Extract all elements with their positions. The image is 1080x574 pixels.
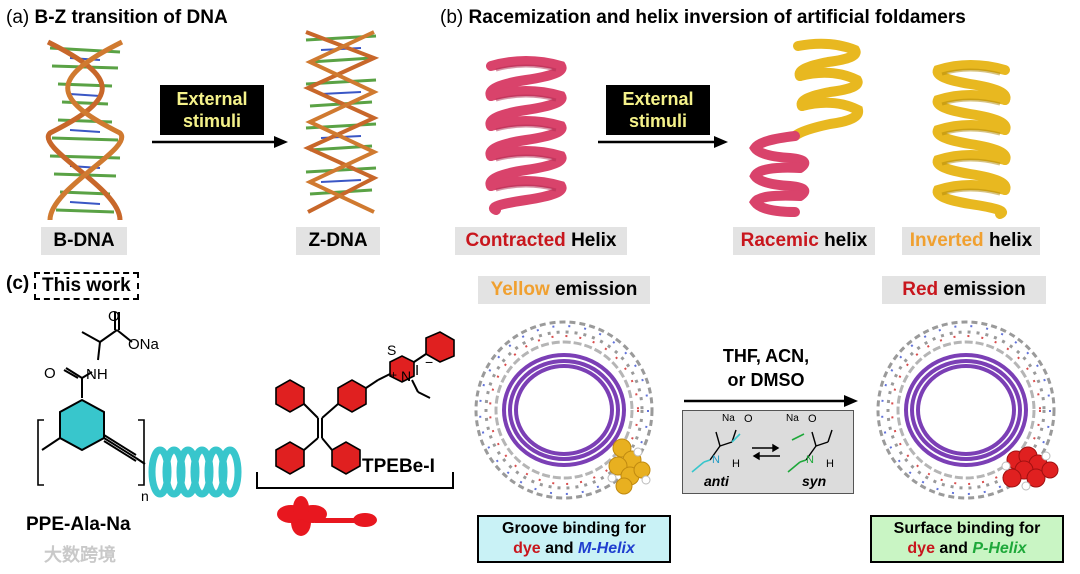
- ppe-ala-na-structure: [37, 312, 242, 498]
- polymer-ona-text: ONa: [128, 336, 159, 353]
- eq-o-right: O: [808, 413, 817, 425]
- inverted-helix-label: Inverted helix: [902, 227, 1040, 255]
- polymer-o2-text: O: [44, 365, 56, 382]
- dye-s-text: S: [387, 342, 397, 358]
- dye-minus-text: −: [425, 354, 434, 370]
- racemic-helix-label: Racemic helix: [733, 227, 875, 255]
- groove-line1: Groove binding for: [502, 520, 646, 537]
- polymer-n-subscript: n: [141, 488, 149, 504]
- p-helix-model: [876, 320, 1059, 500]
- surface-binding-callout: Surface binding for dye and P-Helix: [870, 515, 1064, 563]
- panel-b-arrow: [598, 136, 728, 148]
- panel-a-stimuli-line2: stimuli: [182, 111, 241, 131]
- contracted-helix-label: Contracted Helix: [455, 227, 627, 255]
- dye-bracket-and-model: [256, 472, 454, 536]
- conditions-line1: THF, ACN,: [722, 346, 810, 366]
- tpebe-i-structure: [275, 331, 455, 475]
- syn-label: syn: [802, 473, 827, 489]
- groove-helix: M-Helix: [578, 540, 635, 557]
- inverted-helix: [932, 60, 1011, 219]
- surface-line1: Surface binding for: [893, 520, 1041, 537]
- eq-na-right: Na: [786, 413, 799, 424]
- eq-h-left: H: [732, 458, 740, 470]
- inverted-rest: helix: [983, 230, 1033, 251]
- eq-n-right: N: [806, 454, 814, 466]
- racemic-helix: [749, 38, 864, 217]
- panel-b-stimuli-line1: External: [622, 89, 694, 109]
- surface-helix: P-Helix: [972, 540, 1027, 557]
- this-work-box: This work: [34, 272, 139, 300]
- eq-na-left: Na: [722, 413, 735, 424]
- dye-n-text: N: [401, 368, 412, 384]
- panel-c-arrow: [684, 395, 858, 407]
- dye-iodide-text: I: [415, 362, 420, 379]
- red-rest: emission: [938, 279, 1026, 300]
- contracted-rest: Helix: [565, 230, 617, 251]
- z-dna-label: Z-DNA: [296, 227, 380, 255]
- eq-h-right: H: [826, 458, 834, 470]
- panel-b-stimuli-box: External stimuli: [606, 85, 710, 135]
- yellow-word: Yellow: [490, 279, 550, 300]
- watermark: 大数跨境: [44, 545, 116, 565]
- dye-plus-text: +: [390, 368, 398, 382]
- panel-c-label: (c): [6, 273, 30, 294]
- eq-o-left: O: [744, 413, 753, 425]
- panel-b-stimuli-line2: stimuli: [628, 111, 687, 131]
- surface-line2: dye and P-Helix: [872, 539, 1062, 559]
- inverted-word: Inverted: [909, 230, 984, 251]
- conditions-line2: or DMSO: [727, 370, 805, 390]
- dye-label: TPEBe-I: [362, 456, 435, 477]
- red-emission-label: Red emission: [882, 276, 1046, 304]
- panel-a-arrow: [152, 136, 288, 148]
- panel-a-stimuli-box: External stimuli: [160, 85, 264, 135]
- panel-a-title: (a) B-Z transition of DNA: [6, 7, 228, 29]
- panel-a-stimuli-line1: External: [176, 89, 248, 109]
- racemic-word: Racemic: [740, 230, 819, 251]
- anti-syn-equilibrium-box: [682, 410, 854, 494]
- panel-b-title: (b) Racemization and helix inversion of …: [440, 7, 966, 29]
- surface-dye: dye: [907, 540, 935, 557]
- surface-and: and: [934, 540, 973, 557]
- yellow-rest: emission: [549, 279, 638, 300]
- polymer-label: PPE-Ala-Na: [26, 514, 131, 535]
- groove-binding-callout: Groove binding for dye and M-Helix: [477, 515, 671, 563]
- groove-dye: dye: [513, 540, 541, 557]
- groove-and: and: [540, 540, 578, 557]
- anti-label: anti: [704, 473, 729, 489]
- contracted-helix: [485, 56, 567, 215]
- eq-n-left: N: [712, 454, 720, 466]
- panel-a-heading: B-Z transition of DNA: [34, 7, 228, 28]
- b-dna-label: B-DNA: [41, 227, 127, 255]
- conditions-text: THF, ACN, or DMSO: [696, 344, 836, 392]
- anti-syn-structures: [691, 429, 833, 473]
- b-dna-structure: [45, 39, 125, 221]
- red-word: Red: [902, 279, 939, 300]
- m-helix-model: [474, 320, 654, 500]
- contracted-word: Contracted: [465, 230, 566, 251]
- yellow-emission-label: Yellow emission: [478, 276, 650, 304]
- polymer-o1-text: O: [108, 308, 120, 325]
- groove-line2: dye and M-Helix: [479, 539, 669, 559]
- polymer-nh-text: NH: [86, 366, 108, 383]
- racemic-rest: helix: [818, 230, 868, 251]
- z-dna-structure: [303, 30, 380, 214]
- panel-a-label: (a): [6, 7, 30, 28]
- panel-b-label: (b): [440, 7, 464, 28]
- panel-b-heading: Racemization and helix inversion of arti…: [468, 7, 966, 28]
